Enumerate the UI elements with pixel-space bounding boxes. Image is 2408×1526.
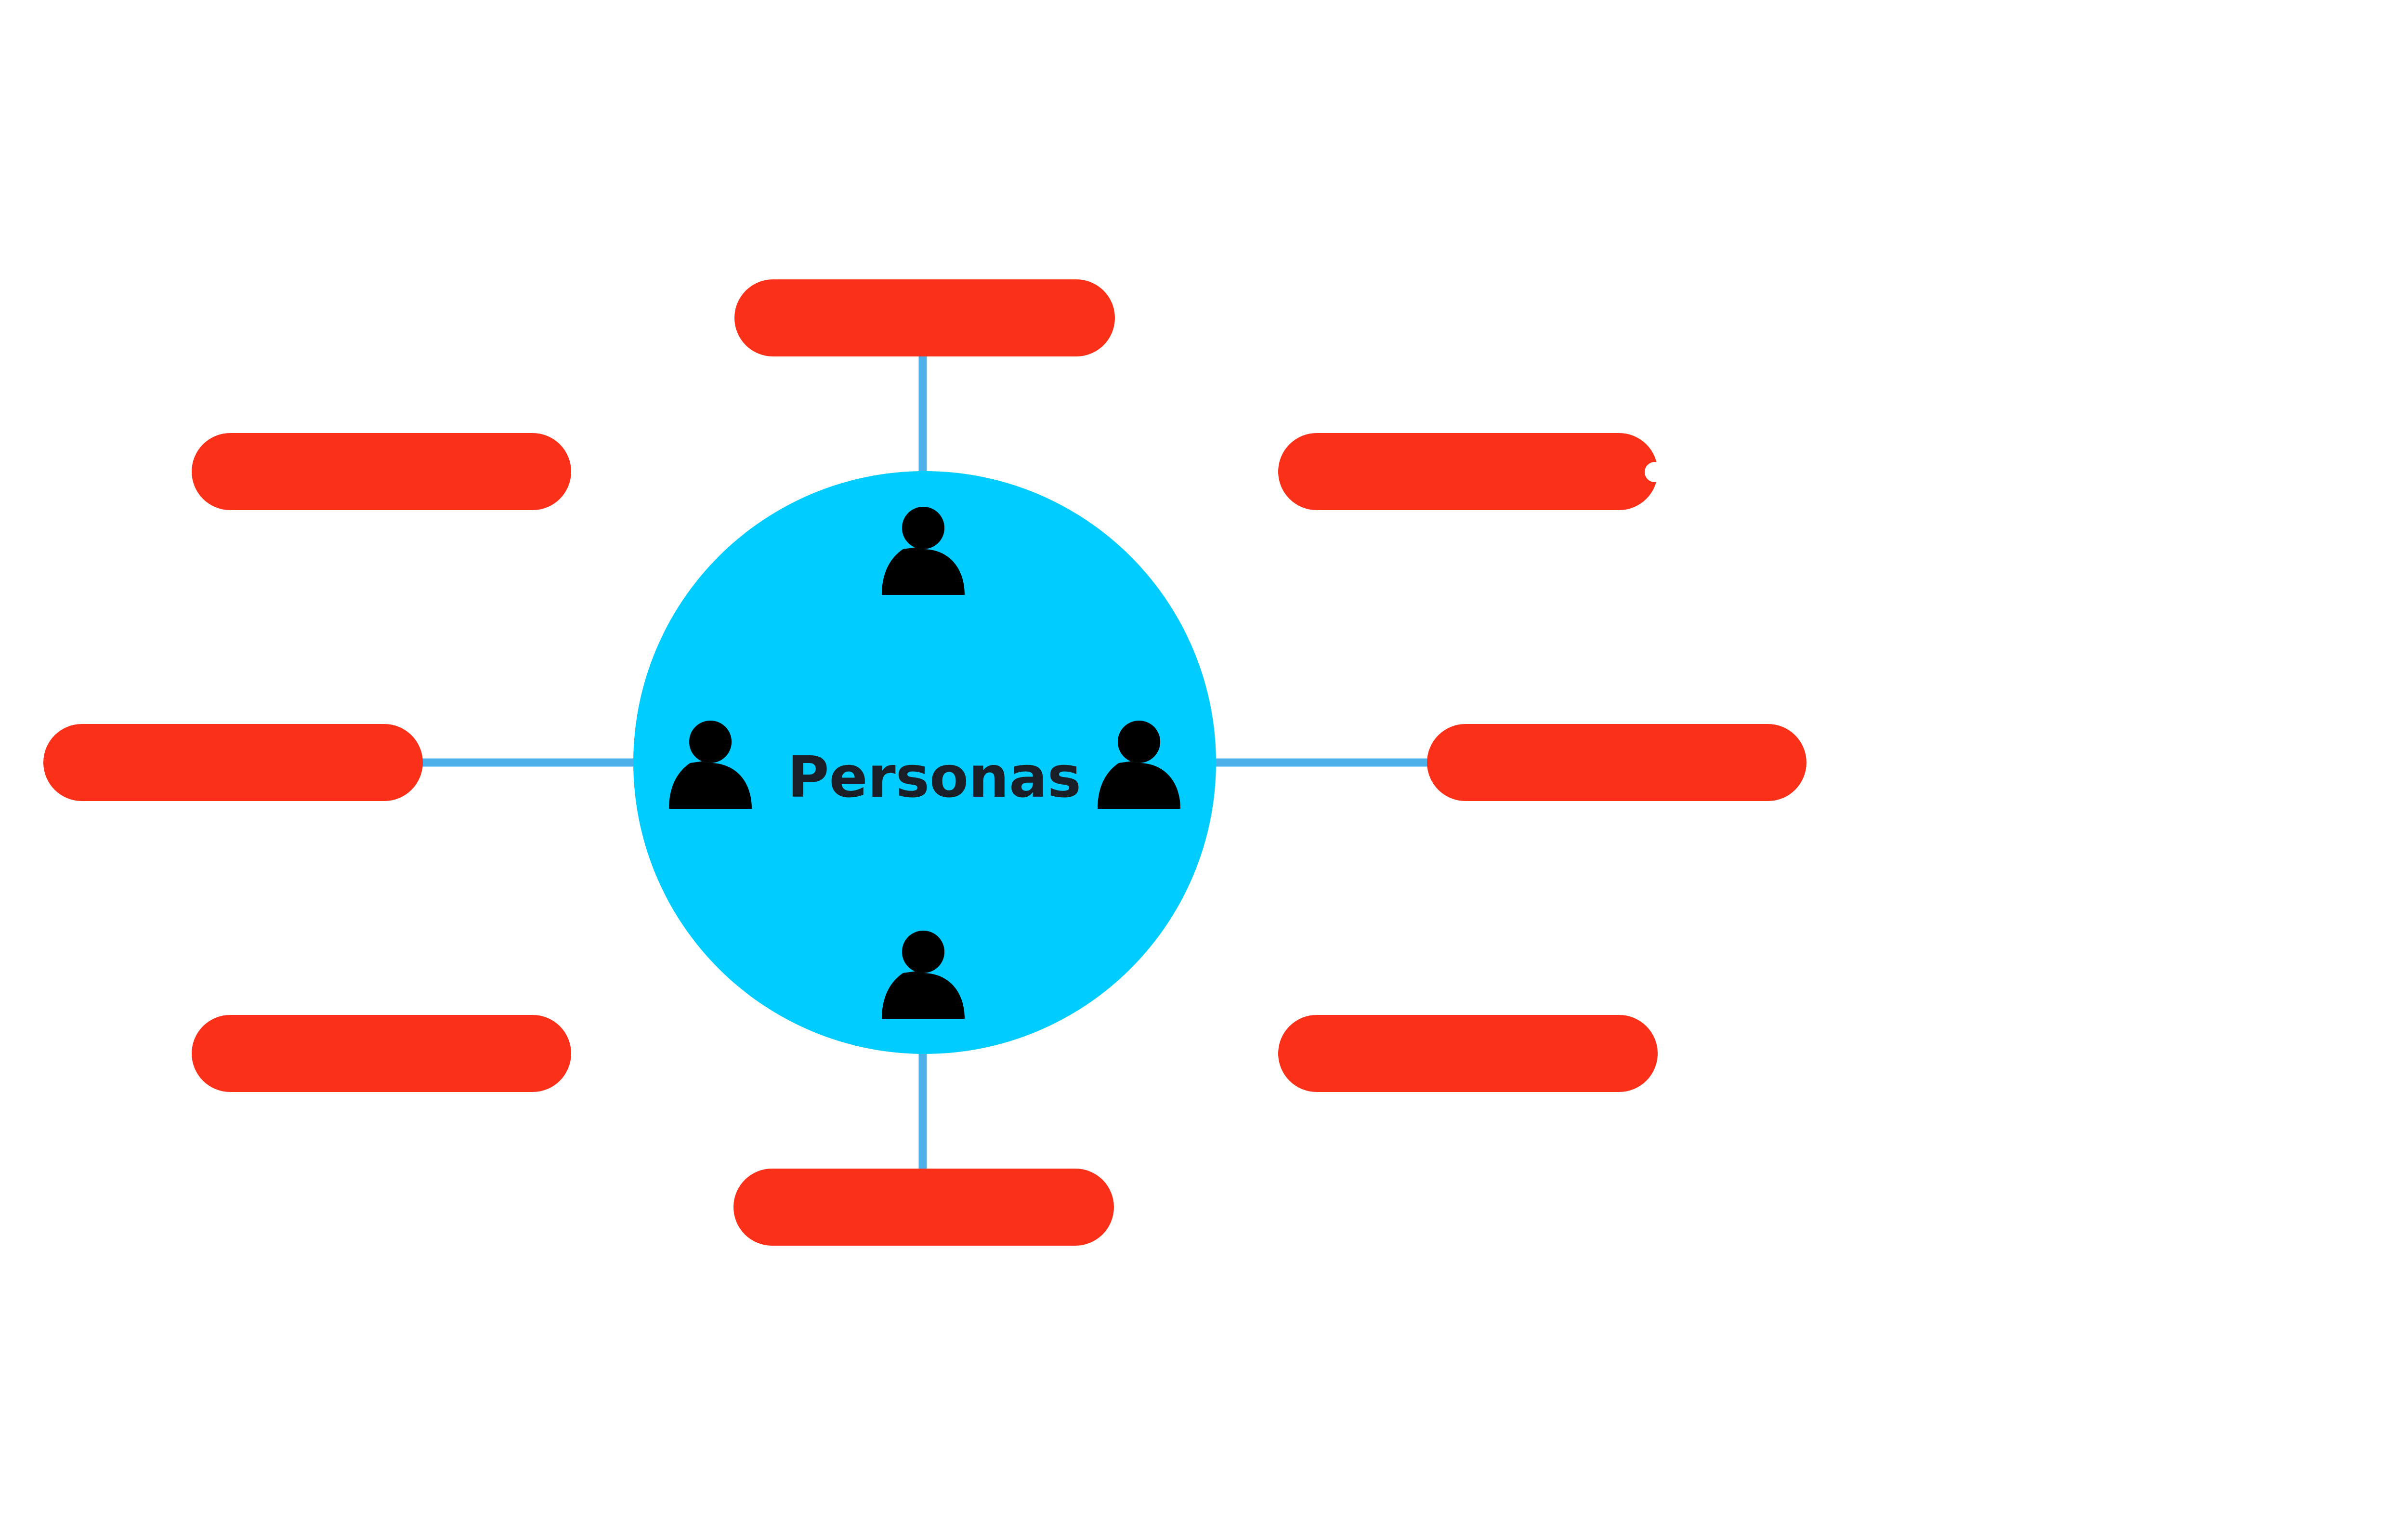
personas-hub-circle[interactable] xyxy=(633,471,1216,1054)
persona-placeholder-lower-right[interactable] xyxy=(1278,1015,1658,1092)
persona-placeholder-bottom[interactable] xyxy=(733,1169,1114,1246)
persona-placeholder-left[interactable] xyxy=(43,724,423,801)
connection-point-dot[interactable] xyxy=(1645,462,1665,482)
persona-placeholder-upper-right[interactable] xyxy=(1278,433,1658,510)
personas-label: Personas xyxy=(787,744,1081,810)
persona-placeholder-lower-left[interactable] xyxy=(192,1015,571,1092)
persona-placeholder-right[interactable] xyxy=(1427,724,1806,801)
persona-placeholder-upper-left[interactable] xyxy=(192,433,571,510)
persona-diagram: Personas xyxy=(43,279,1806,1246)
persona-placeholder-top[interactable] xyxy=(734,279,1115,356)
